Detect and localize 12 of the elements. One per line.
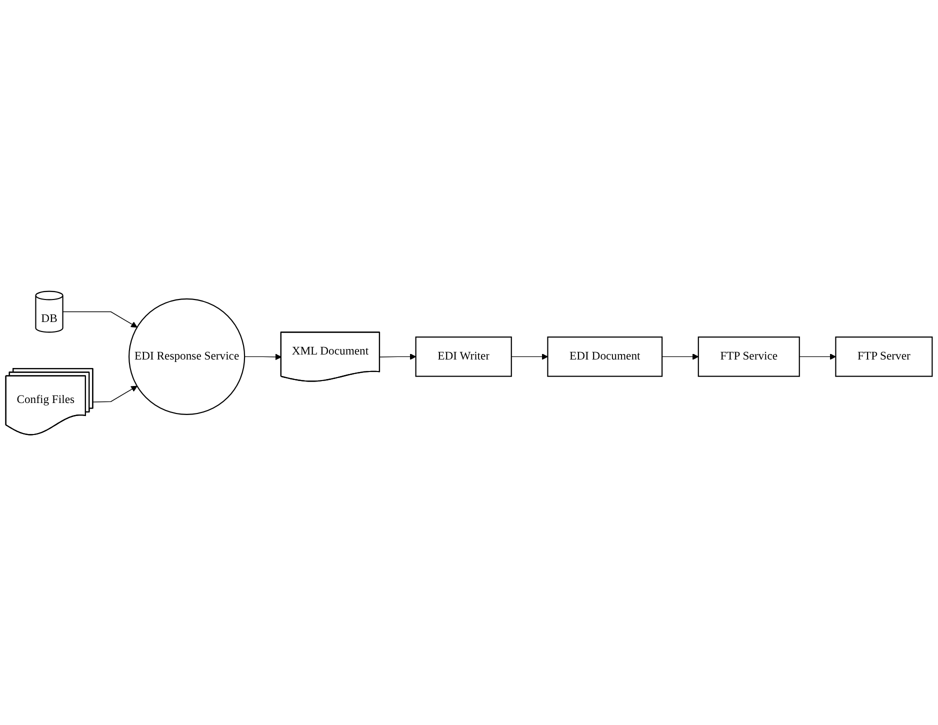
arrow	[799, 352, 836, 360]
arrow	[62, 310, 138, 328]
node-circle: EDI Response Service	[128, 298, 246, 414]
arrow	[92, 385, 138, 402]
node-box: FTP Server	[835, 336, 933, 376]
arrow	[379, 352, 416, 360]
node-box: FTP Service	[698, 336, 800, 376]
arrow	[244, 353, 282, 360]
node-box: EDI Document	[547, 336, 663, 376]
node-box: EDI Writer	[415, 336, 512, 376]
arrow	[662, 352, 699, 360]
arrow	[511, 352, 548, 360]
